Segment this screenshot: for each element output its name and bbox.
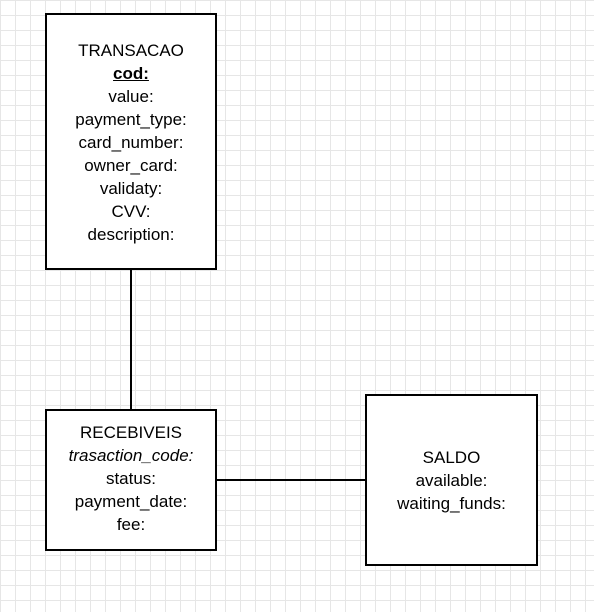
foreign-key-field: trasaction_code: — [68, 446, 194, 465]
entity-transacao[interactable]: TRANSACAO cod: value: payment_type: card… — [45, 13, 217, 270]
entity-title: RECEBIVEIS — [79, 423, 183, 442]
entity-recebiveis[interactable]: RECEBIVEIS trasaction_code: status: paym… — [45, 409, 217, 551]
entity-field: description: — [87, 225, 175, 244]
entity-title: TRANSACAO — [78, 41, 184, 60]
entity-field: fee: — [116, 515, 146, 534]
entity-field: value: — [108, 87, 154, 106]
entity-field: payment_date: — [74, 492, 188, 511]
entity-title: SALDO — [422, 447, 481, 467]
entity-field: status: — [105, 469, 157, 488]
entity-field: card_number: — [78, 133, 184, 152]
entity-saldo[interactable]: SALDO available: waiting_funds: — [365, 394, 538, 566]
primary-key-field: cod: — [113, 64, 149, 83]
entity-field: owner_card: — [84, 156, 178, 175]
entity-field: CVV: — [111, 202, 151, 221]
entity-field: validaty: — [99, 179, 163, 198]
entity-field: waiting_funds: — [397, 493, 506, 513]
entity-field: payment_type: — [75, 110, 187, 129]
entity-field: available: — [415, 470, 488, 490]
